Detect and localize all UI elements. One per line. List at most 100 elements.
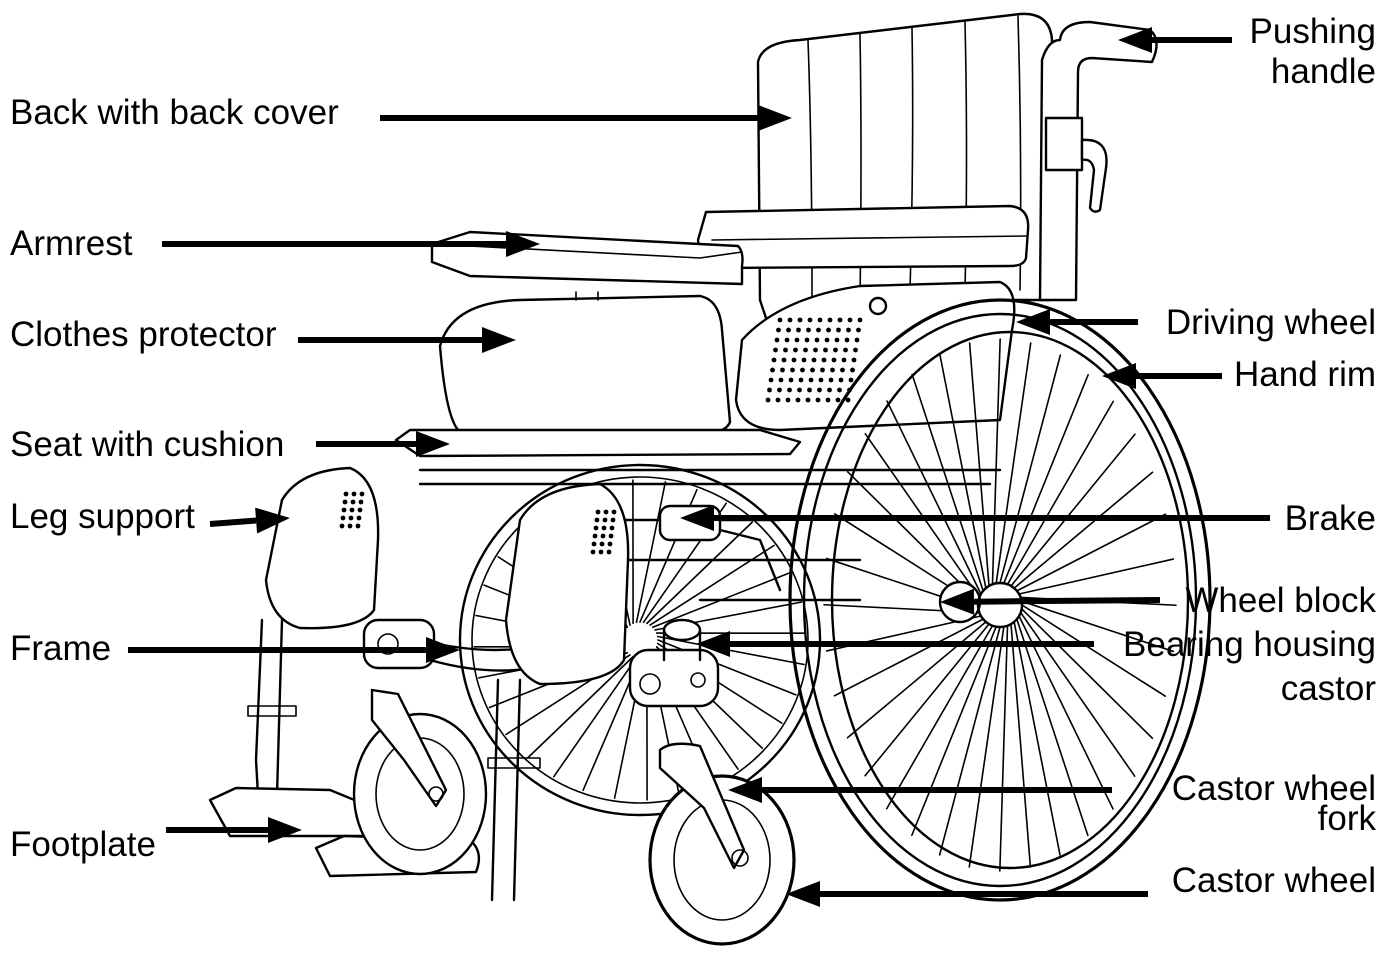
perforation-dot	[835, 338, 840, 343]
perforation-dot	[785, 338, 790, 343]
perforation-dot	[839, 378, 844, 383]
perforation-dot	[344, 492, 349, 497]
label-bearing-housing-line1: Bearing housing	[1123, 625, 1376, 664]
spoke	[1014, 622, 1060, 855]
perforation-dot	[828, 318, 833, 323]
perforation-dot	[340, 524, 345, 529]
perforation-dot	[810, 368, 815, 373]
arrow-back	[380, 105, 792, 131]
spoke	[1004, 375, 1088, 584]
perforation-dot	[769, 378, 774, 383]
perforation-dot	[802, 358, 807, 363]
perforation-dot	[604, 510, 609, 515]
label-frame: Frame	[10, 629, 111, 668]
perforation-dot	[780, 368, 785, 373]
perforation-dot	[595, 518, 600, 523]
arrow-castor-wheel	[786, 881, 1148, 907]
spoke	[912, 627, 996, 836]
perforation-dot	[795, 338, 800, 343]
spoke	[1000, 626, 1008, 871]
label-hand-rim: Hand rim	[1234, 355, 1376, 394]
perforation-dot	[342, 508, 347, 513]
bearing-housing-left	[364, 620, 434, 668]
perforation-dot	[812, 358, 817, 363]
perforation-dot	[809, 378, 814, 383]
perforation-dot	[846, 328, 851, 333]
perforation-dot	[830, 368, 835, 373]
perforation-dot	[807, 388, 812, 393]
perforation-dot	[836, 328, 841, 333]
perforation-dot	[820, 368, 825, 373]
perforation-dot	[599, 550, 604, 555]
far-armrest	[698, 206, 1028, 268]
perforation-dot	[805, 338, 810, 343]
perforation-dot	[602, 526, 607, 531]
push-handle	[1040, 22, 1157, 300]
perforation-dot	[808, 318, 813, 323]
spoke	[1011, 434, 1135, 586]
perforation-dot	[843, 348, 848, 353]
spoke	[940, 627, 1000, 855]
perforation-dot	[837, 388, 842, 393]
perforation-dot	[600, 542, 605, 547]
spoke	[1011, 624, 1030, 867]
spoke	[969, 627, 1004, 867]
perforation-dot	[826, 328, 831, 333]
perforation-dot	[775, 338, 780, 343]
perforation-dot	[816, 328, 821, 333]
perforation-dot	[849, 378, 854, 383]
perforation-dot	[829, 378, 834, 383]
perforation-dot	[818, 318, 823, 323]
right-leg-support	[488, 484, 628, 900]
clothes-protector	[440, 292, 730, 432]
perforation-dot	[817, 388, 822, 393]
left-castor	[354, 690, 486, 874]
right-castor	[650, 744, 794, 944]
perforation-dot	[772, 358, 777, 363]
perforation-dot	[593, 534, 598, 539]
perforation-dot	[796, 328, 801, 333]
perforation-dot	[796, 398, 801, 403]
perforation-dot	[787, 388, 792, 393]
perforation-dot	[853, 348, 858, 353]
perforation-dot	[609, 534, 614, 539]
perforation-dot	[608, 542, 613, 547]
label-seat: Seat with cushion	[10, 425, 284, 464]
perforation-dot	[855, 338, 860, 343]
perforation-dot	[777, 388, 782, 393]
perforation-dot	[827, 388, 832, 393]
perforation-dot	[767, 388, 772, 393]
label-wheel-block: Wheel block	[1185, 581, 1376, 620]
perforation-dot	[799, 378, 804, 383]
spoke	[1017, 619, 1088, 835]
perforation-dot	[786, 328, 791, 333]
perforation-dot	[779, 378, 784, 383]
perforation-dot	[350, 508, 355, 513]
spoke	[847, 622, 985, 738]
perforation-dot	[783, 348, 788, 353]
perforation-dot	[778, 318, 783, 323]
perforation-dot	[842, 358, 847, 363]
label-leg-support: Leg support	[10, 497, 195, 536]
label-bearing-housing-line2: castor	[1281, 669, 1377, 708]
perforation-dot	[856, 328, 861, 333]
perforation-dot	[840, 368, 845, 373]
perforation-dot	[348, 524, 353, 529]
spoke	[1014, 472, 1152, 588]
perforation-dot	[832, 358, 837, 363]
label-back: Back with back cover	[10, 93, 339, 132]
label-castor-wheel: Castor wheel	[1172, 861, 1376, 900]
perforation-dot	[838, 318, 843, 323]
perforation-dot	[815, 338, 820, 343]
perforation-dot	[357, 516, 362, 521]
spoke	[887, 401, 981, 594]
perforation-dot	[766, 398, 771, 403]
label-pushing-handle-line1: Pushing	[1250, 12, 1376, 51]
perforation-dot	[788, 318, 793, 323]
perforation-dot	[803, 348, 808, 353]
perforation-dot	[603, 518, 608, 523]
perforation-dot	[591, 550, 596, 555]
seat	[396, 430, 800, 456]
